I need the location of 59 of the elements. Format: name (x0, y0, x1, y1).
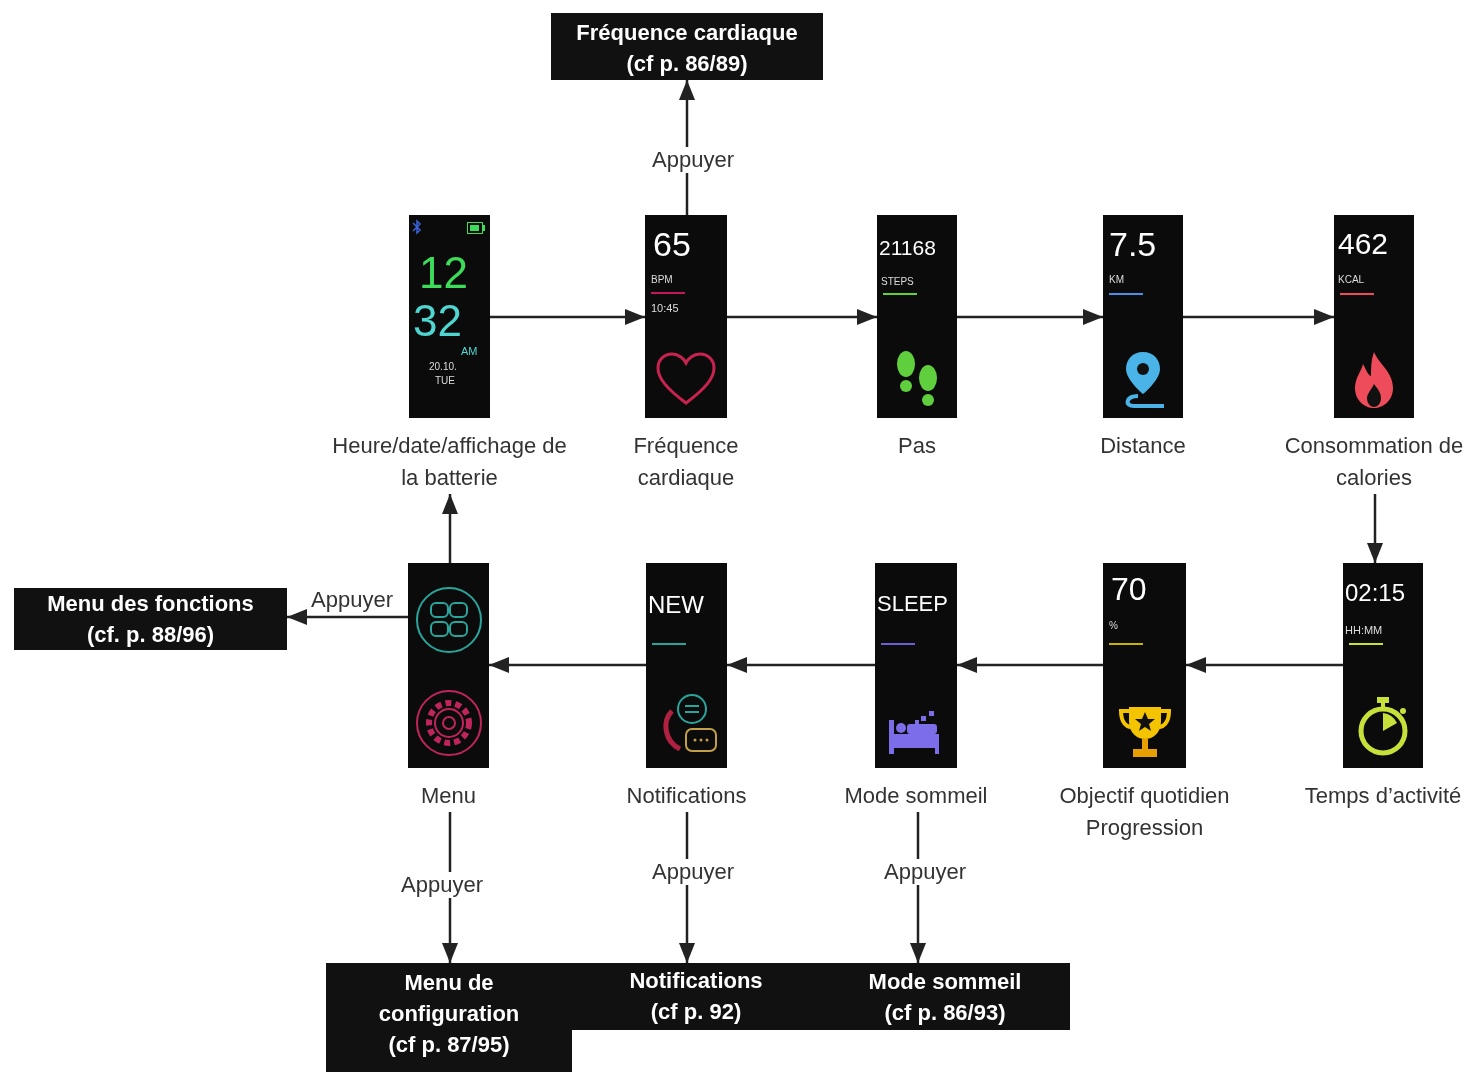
screen-caption: Objectif quotidien Progression (1058, 782, 1231, 842)
screen-caption: Pas (897, 432, 937, 460)
notification-text: NEW (648, 593, 704, 617)
page-reference: (cf p. 92) (649, 998, 743, 1026)
screen-caption: Notifications (625, 782, 748, 810)
arrow (1183, 309, 1334, 325)
arrow (957, 657, 1103, 673)
goal-percentage: 70 (1111, 573, 1147, 605)
arrow (287, 609, 408, 625)
sleep-text: SLEEP (877, 593, 948, 615)
weekday-text: TUE (435, 376, 455, 386)
box-title: Notifications (628, 967, 764, 995)
screen-caption: Temps d’activité (1303, 782, 1463, 810)
reference-box (326, 963, 572, 1072)
arrow (727, 309, 877, 325)
arrow (1367, 494, 1383, 563)
edge-label: Appuyer (399, 872, 485, 898)
screen-caption: Distance (1099, 432, 1187, 460)
screen-caption: Heure/date/affichage de la batterie (331, 432, 568, 492)
step-count: 21168 (879, 237, 936, 258)
screen-caption: Menu (419, 782, 477, 810)
time-text: 10:45 (651, 303, 679, 314)
arrow (490, 309, 645, 325)
page-reference: (cf. p. 88/96) (85, 621, 216, 649)
box-title: Fréquence cardiaque (575, 19, 799, 47)
screen-caption: Consommation de calories (1284, 432, 1464, 492)
distance-value: 7.5 (1109, 227, 1157, 261)
edge-label: Appuyer (882, 859, 968, 885)
screen-caption: Mode sommeil (843, 782, 989, 810)
reference-box (820, 963, 1070, 1030)
active-time-value: 02:15 (1345, 581, 1406, 605)
am-pm-text: AM (461, 346, 478, 357)
page-reference: (cf p. 87/95) (387, 1031, 511, 1059)
page-reference: (cf p. 86/89) (625, 50, 749, 78)
arrow (727, 657, 875, 673)
edge-label: Appuyer (650, 147, 736, 173)
reference-box (14, 588, 287, 650)
screen-caption: Fréquence cardiaque (632, 432, 740, 492)
unit-label: BPM (651, 275, 673, 285)
box-title: Menu de configuration (377, 969, 521, 1028)
box-title: Menu des fonctions (46, 590, 255, 618)
edge-label: Appuyer (650, 859, 736, 885)
minute-digits: 32 (413, 299, 462, 343)
unit-label: KM (1109, 275, 1124, 285)
reference-box (551, 13, 823, 80)
unit-label: % (1109, 621, 1118, 631)
unit-label: KCAL (1338, 275, 1365, 285)
unit-label: STEPS (881, 277, 914, 287)
calorie-value: 462 (1338, 229, 1389, 259)
hour-digits: 12 (419, 251, 468, 295)
box-title: Mode sommeil (867, 968, 1023, 996)
arrow (957, 309, 1103, 325)
unit-label: HH:MM (1345, 625, 1383, 636)
arrow (489, 657, 646, 673)
heart-rate-value: 65 (653, 227, 691, 261)
arrow (442, 494, 458, 563)
arrow (1186, 657, 1343, 673)
page-reference: (cf p. 86/93) (883, 999, 1007, 1027)
date-text: 20.10. (429, 362, 457, 372)
